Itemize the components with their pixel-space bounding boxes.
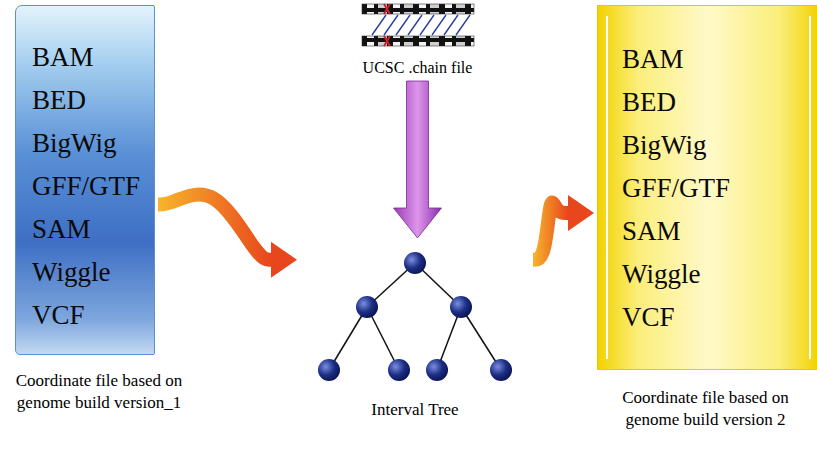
file-format: BED [622, 81, 817, 124]
chain-file: UCSC .chain file [355, 2, 480, 77]
coordinate-file-panel: BAMBEDBigWigGFF/GTFSAMWiggleVCFCoordinat… [15, 5, 155, 355]
panel-caption: Coordinate file based on genome build ve… [4, 370, 194, 414]
file-format: BigWig [32, 122, 154, 165]
chain-file-picture [362, 4, 474, 46]
file-format: GFF/GTF [32, 165, 154, 208]
picture-label: Interval Tree [300, 400, 530, 420]
interval-tree: Interval Tree [300, 240, 530, 420]
interval-tree-picture [318, 252, 512, 381]
file-format: VCF [32, 294, 154, 337]
file-format: SAM [32, 208, 154, 251]
file-format: VCF [622, 296, 817, 339]
file-format: BAM [622, 38, 817, 81]
file-format: BigWig [622, 124, 817, 167]
panel-caption: Coordinate file based on genome build ve… [598, 387, 813, 431]
coordinate-file-panel: BAMBEDBigWigGFF/GTFSAMWiggleVCFCoordinat… [597, 5, 817, 370]
file-format: Wiggle [32, 251, 154, 294]
file-format: BED [32, 79, 154, 122]
format-list: BAMBEDBigWigGFF/GTFSAMWiggleVCF [598, 6, 817, 339]
flow-arrow [158, 195, 271, 260]
file-format: Wiggle [622, 253, 817, 296]
file-format: SAM [622, 210, 817, 253]
flow-arrow [533, 203, 568, 260]
format-list: BAMBEDBigWigGFF/GTFSAMWiggleVCF [16, 6, 154, 337]
picture-label: UCSC .chain file [355, 58, 480, 77]
file-format: BAM [32, 36, 154, 79]
flow-arrow [394, 81, 442, 238]
file-format: GFF/GTF [622, 167, 817, 210]
